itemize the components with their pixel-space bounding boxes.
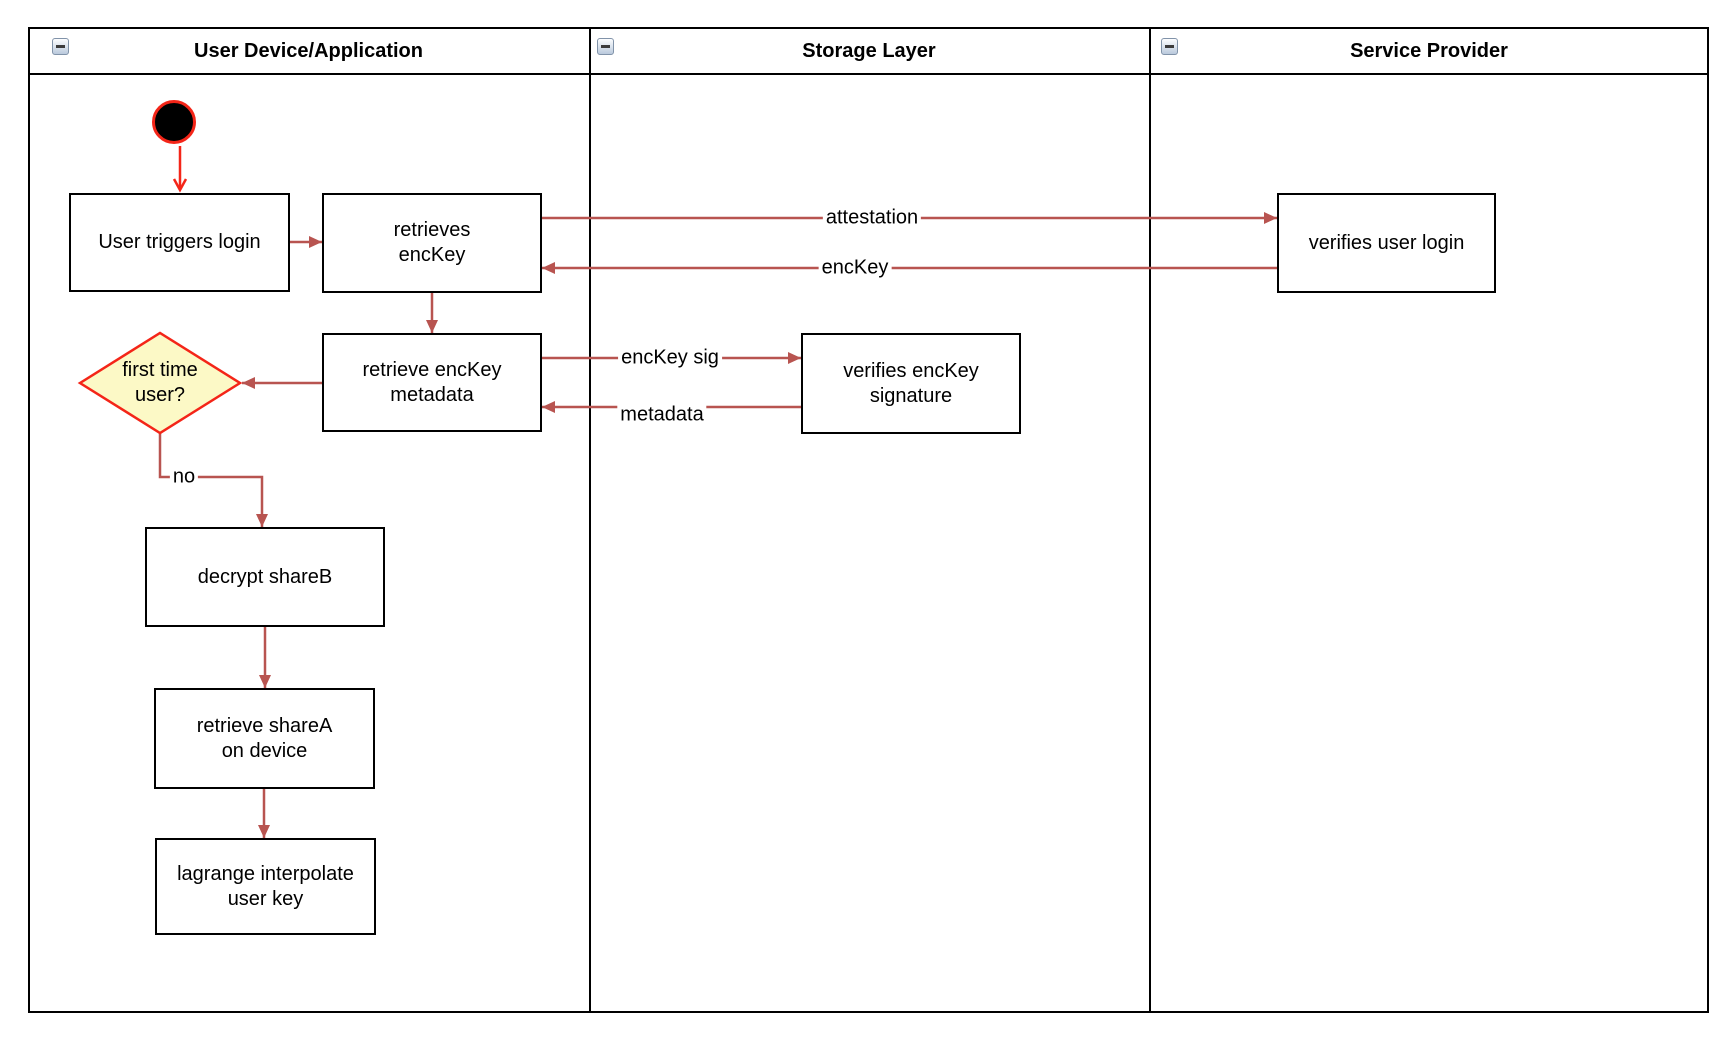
lane-separator-1 <box>589 27 591 1013</box>
collapse-lane-button-service-provider[interactable] <box>1161 38 1178 55</box>
edge-label-enckey: encKey <box>818 256 892 280</box>
node-verifies-user-login[interactable]: verifies user login <box>1277 193 1496 293</box>
collapse-lane-button-user-device[interactable] <box>52 38 69 55</box>
edge-label-metadata: metadata <box>617 403 707 427</box>
collapse-lane-button-storage-layer[interactable] <box>597 38 614 55</box>
lane-title-service-provider: Service Provider <box>1350 39 1508 62</box>
edge-label-attestation: attestation <box>822 206 922 230</box>
lane-title-user-device: User Device/Application <box>194 39 423 62</box>
lane-header-divider <box>28 73 1709 75</box>
node-verifies-enckey-signature[interactable]: verifies encKey signature <box>801 333 1021 434</box>
decision-label-first-time-user: first time user? <box>122 359 198 406</box>
edge-label-no: no <box>169 465 199 489</box>
lane-title-storage-layer: Storage Layer <box>802 39 936 62</box>
node-retrieve-sharea[interactable]: retrieve shareA on device <box>154 688 375 789</box>
node-user-triggers-login[interactable]: User triggers login <box>69 193 290 292</box>
minus-icon <box>601 45 610 48</box>
edge-label-enckey-sig: encKey sig <box>618 346 722 370</box>
node-retrieves-enckey[interactable]: retrieves encKey <box>322 193 542 293</box>
swimlane-pool <box>28 27 1709 1013</box>
node-decrypt-shareb[interactable]: decrypt shareB <box>145 527 385 627</box>
node-retrieve-enckey-metadata[interactable]: retrieve encKey metadata <box>322 333 542 432</box>
lane-separator-2 <box>1149 27 1151 1013</box>
minus-icon <box>56 45 65 48</box>
minus-icon <box>1165 45 1174 48</box>
node-lagrange-interpolate[interactable]: lagrange interpolate user key <box>155 838 376 935</box>
